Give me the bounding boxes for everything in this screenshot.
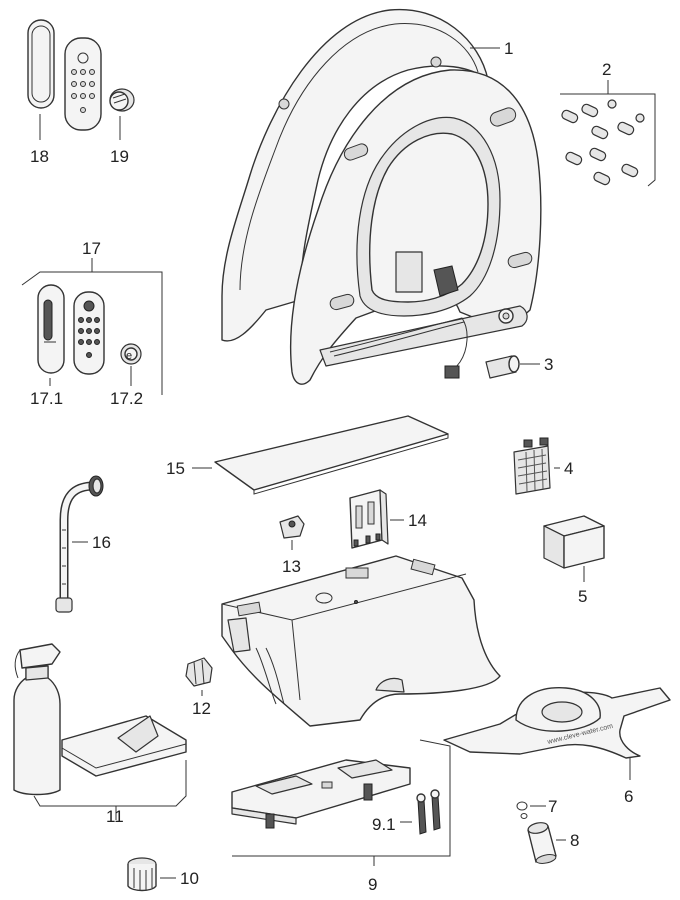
part-10-filter-cap bbox=[127, 857, 157, 892]
label-8: 8 bbox=[570, 831, 579, 850]
label-18: 18 bbox=[30, 147, 49, 166]
bracket-2 bbox=[560, 93, 656, 187]
label-13: 13 bbox=[282, 557, 301, 576]
label-7: 7 bbox=[548, 797, 557, 816]
label-10: 10 bbox=[180, 869, 199, 888]
bracket-17 bbox=[21, 271, 163, 395]
label-1: 1 bbox=[504, 39, 513, 58]
main-body-housing bbox=[221, 555, 501, 727]
label-6: 6 bbox=[624, 787, 633, 806]
part-8-cylinder bbox=[527, 822, 557, 864]
part-4-filter bbox=[513, 437, 551, 495]
label-4: 4 bbox=[564, 459, 573, 478]
label-5: 5 bbox=[578, 587, 587, 606]
label-17-2: 17.2 bbox=[110, 389, 143, 408]
label-14: 14 bbox=[408, 511, 427, 530]
part-15-mat bbox=[214, 415, 449, 495]
part-9-1-bolts bbox=[416, 789, 441, 835]
part-3-connector bbox=[485, 355, 520, 379]
part-16-hose bbox=[55, 475, 104, 613]
part-9-mounting-frame bbox=[231, 759, 411, 829]
label-2: 2 bbox=[602, 60, 611, 79]
label-3: 3 bbox=[544, 355, 553, 374]
part-13-clip bbox=[279, 515, 305, 539]
part-19-knob bbox=[109, 88, 135, 112]
part-11-cleaning-cloth bbox=[61, 715, 187, 777]
label-11: 11 bbox=[106, 807, 124, 826]
part-11-spray-bottle bbox=[13, 643, 61, 796]
part-7-o-rings bbox=[516, 801, 528, 819]
label-15: 15 bbox=[166, 459, 185, 478]
svg-text:e: e bbox=[126, 350, 132, 362]
part-2-clips bbox=[561, 99, 645, 186]
part-14-bracket bbox=[349, 489, 389, 549]
label-9: 9 bbox=[368, 875, 377, 894]
part-1-seat-and-lid bbox=[221, 8, 542, 385]
part-17-remote-control bbox=[73, 291, 105, 375]
bracket-9 bbox=[232, 739, 451, 857]
part-5-cube bbox=[543, 515, 605, 569]
label-17-1: 17.1 bbox=[30, 389, 63, 408]
part-17-1-wall-holder bbox=[37, 284, 65, 374]
part-12-nut bbox=[185, 657, 213, 687]
label-9-1: 9.1 bbox=[372, 815, 396, 834]
bracket-11 bbox=[33, 760, 187, 807]
label-16: 16 bbox=[92, 533, 111, 552]
part-17-2-knob: e bbox=[120, 343, 142, 365]
label-19: 19 bbox=[110, 147, 129, 166]
label-17: 17 bbox=[82, 239, 101, 258]
part-6-base-plate: www.cleve-water.com bbox=[443, 687, 671, 759]
part-18-remote-control bbox=[64, 37, 102, 131]
label-12: 12 bbox=[192, 699, 211, 718]
part-18-cover-plate bbox=[27, 19, 55, 109]
